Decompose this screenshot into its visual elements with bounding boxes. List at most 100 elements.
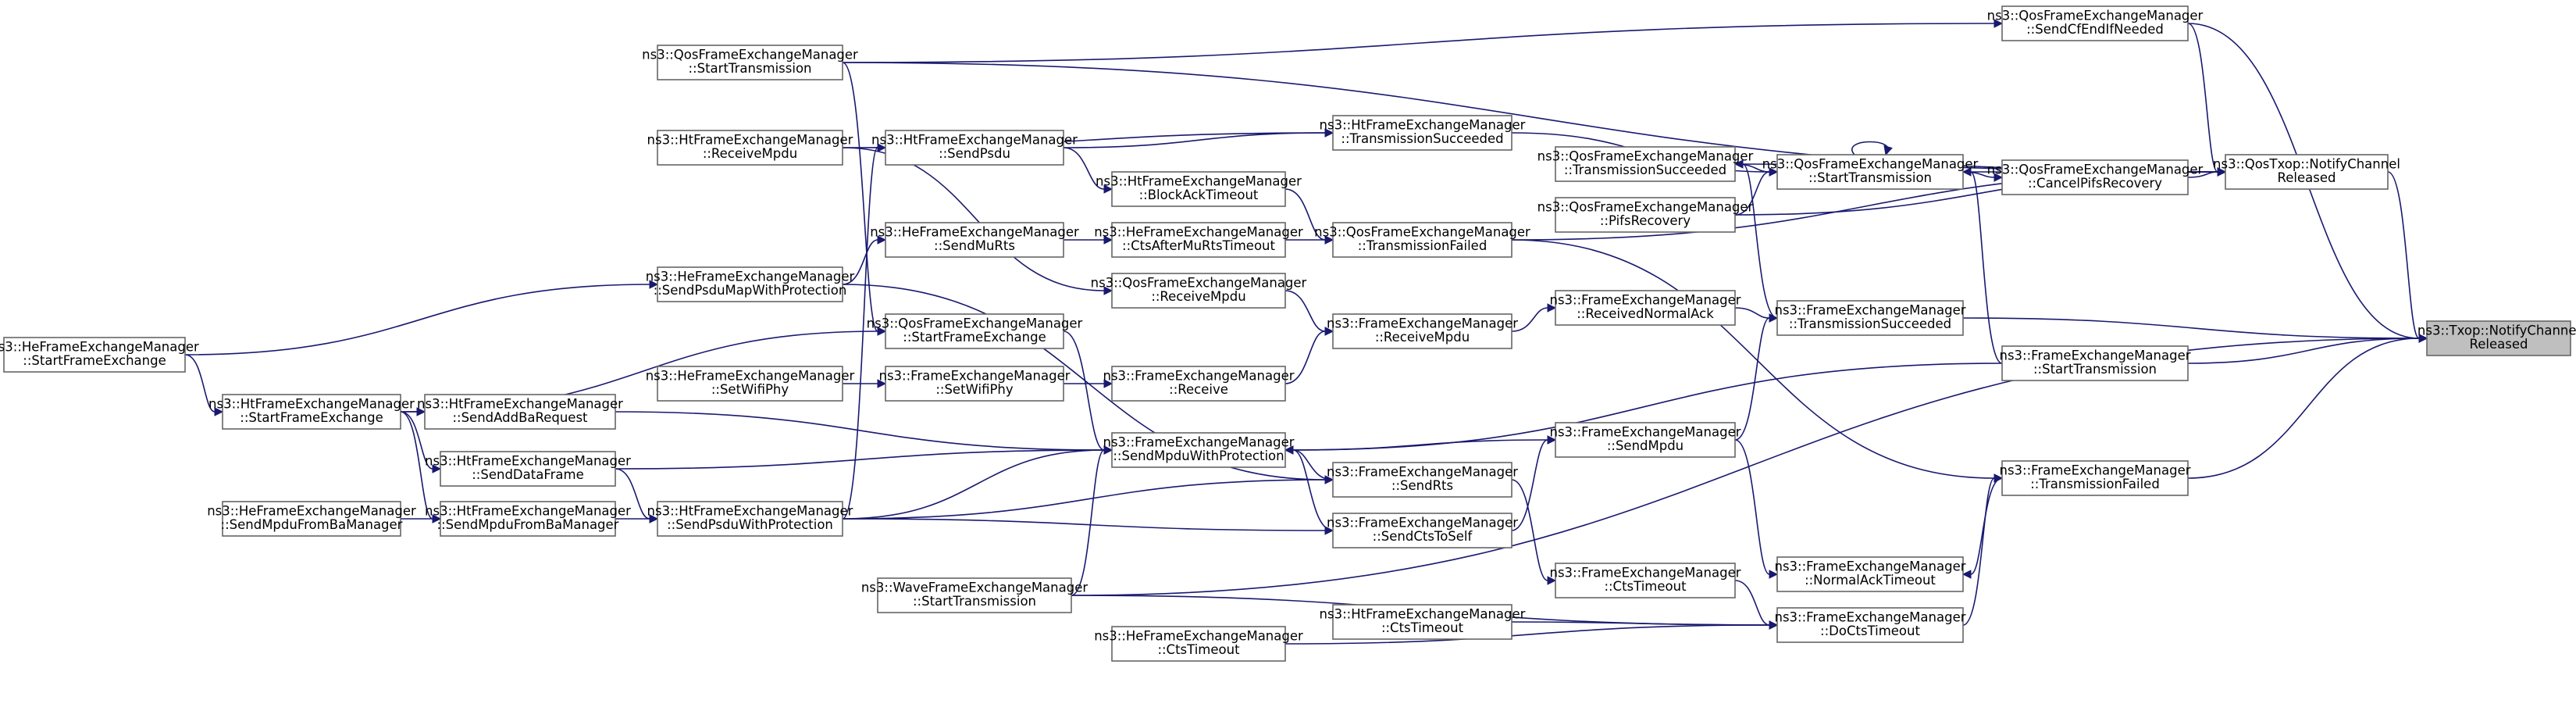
graph-node-n12[interactable]: ns3::HeFrameExchangeManager::SendMuRts bbox=[870, 222, 1079, 258]
node-label-line: ::StartTransmission bbox=[2033, 362, 2157, 377]
node-label-line: ns3::QosFrameExchangeManager bbox=[1314, 225, 1530, 240]
graph-node-n18[interactable]: ns3::FrameExchangeManager::TransmissionS… bbox=[1774, 300, 1966, 336]
edge-n36-n32 bbox=[842, 479, 1326, 520]
graph-node-n39[interactable]: ns3::FrameExchangeManager::CtsTimeout bbox=[1549, 563, 1741, 598]
node-label-line: ::SendRts bbox=[1391, 478, 1453, 493]
graph-node-n36[interactable]: ns3::HtFrameExchangeManager::SendPsduWit… bbox=[647, 501, 853, 537]
arrowhead-n9 bbox=[2217, 167, 2227, 177]
arrowhead-n39 bbox=[1547, 576, 1557, 585]
node-label-line: ns3::HeFrameExchangeManager bbox=[870, 225, 1079, 240]
node-label-line: ::SendCfEndIfNeeded bbox=[2026, 22, 2164, 37]
edge-n24-n35 bbox=[400, 411, 433, 520]
node-label-line: ns3::HeFrameExchangeManager bbox=[0, 340, 199, 355]
graph-node-n2[interactable]: ns3::QosFrameExchangeManager::SendCfEndI… bbox=[1987, 5, 2204, 41]
graph-node-n4[interactable]: ns3::HtFrameExchangeManager::SendPsdu bbox=[871, 130, 1078, 166]
node-box bbox=[2225, 154, 2389, 190]
graph-node-n21[interactable]: ns3::QosFrameExchangeManager::StartFrame… bbox=[867, 313, 1083, 349]
graph-node-n32[interactable]: ns3::FrameExchangeManager::SendRts bbox=[1327, 462, 1518, 498]
graph-node-n37[interactable]: ns3::FrameExchangeManager::SendCtsToSelf bbox=[1327, 513, 1518, 548]
node-label-line: ::NormalAckTimeout bbox=[1805, 573, 1936, 588]
node-label-line: ns3::HtFrameExchangeManager bbox=[425, 454, 631, 469]
edge-layer bbox=[184, 19, 2428, 645]
node-label-line: ns3::FrameExchangeManager bbox=[1549, 566, 1740, 581]
graph-node-n30[interactable]: ns3::FrameExchangeManager::SendMpdu bbox=[1549, 422, 1741, 458]
graph-node-n29[interactable]: ns3::FrameExchangeManager::SendMpduWithP… bbox=[1103, 432, 1295, 468]
graph-node-n33[interactable]: ns3::FrameExchangeManager::TransmissionF… bbox=[1999, 460, 2191, 496]
node-label-line: ::StartTransmission bbox=[913, 594, 1036, 609]
graph-node-n17[interactable]: ns3::FrameExchangeManager::ReceivedNorma… bbox=[1549, 290, 1741, 326]
node-box bbox=[1111, 366, 1286, 402]
graph-node-n10[interactable]: ns3::HtFrameExchangeManager::BlockAckTim… bbox=[1096, 171, 1302, 207]
node-label-line: ::StartTransmission bbox=[688, 61, 811, 76]
edge-n37-n30 bbox=[1511, 439, 1548, 531]
node-box bbox=[440, 501, 616, 537]
arrowhead-n25 bbox=[416, 407, 426, 416]
node-label-line: ns3::QosFrameExchangeManager bbox=[1987, 9, 2204, 23]
graph-node-n6[interactable]: ns3::QosFrameExchangeManager::Transmissi… bbox=[1537, 146, 1754, 182]
graph-node-n26[interactable]: ns3::HeFrameExchangeManager::SetWifiPhy bbox=[646, 366, 855, 402]
graph-node-n23[interactable]: ns3::FrameExchangeManager::StartTransmis… bbox=[1999, 345, 2191, 381]
graph-node-n35[interactable]: ns3::HtFrameExchangeManager::SendMpduFro… bbox=[425, 501, 631, 537]
edge-n40-n29 bbox=[1071, 449, 1105, 596]
graph-node-n28[interactable]: ns3::FrameExchangeManager::Receive bbox=[1103, 366, 1295, 402]
arrowhead-n21 bbox=[877, 327, 887, 336]
graph-node-n5[interactable]: ns3::HtFrameExchangeManager::Transmissio… bbox=[1320, 115, 1526, 151]
node-label-line: Released bbox=[2278, 170, 2336, 185]
edge-n25-n29 bbox=[615, 411, 1105, 451]
arrowhead-n6 bbox=[1733, 159, 1744, 169]
node-label-line: ns3::FrameExchangeManager bbox=[1103, 369, 1294, 384]
graph-node-n27[interactable]: ns3::FrameExchangeManager::SetWifiPhy bbox=[878, 366, 1071, 402]
node-box bbox=[1111, 273, 1286, 309]
edge-n31-n29 bbox=[615, 449, 1105, 470]
graph-node-n3[interactable]: ns3::HtFrameExchangeManager::ReceiveMpdu bbox=[647, 130, 853, 166]
graph-node-n8[interactable]: ns3::QosFrameExchangeManager::CancelPifs… bbox=[1987, 159, 2204, 195]
graph-node-n43[interactable]: ns3::HeFrameExchangeManager::CtsTimeout bbox=[1094, 626, 1303, 662]
node-box bbox=[424, 394, 616, 430]
graph-node-n15[interactable]: ns3::HeFrameExchangeManager::SendPsduMap… bbox=[646, 266, 855, 302]
node-label-line: ::SendDataFrame bbox=[472, 467, 583, 482]
node-label-line: ::ReceiveMpdu bbox=[1375, 330, 1470, 345]
edge-n36-n29 bbox=[842, 449, 1105, 520]
node-label-line: ::SendPsdu bbox=[939, 146, 1010, 161]
node-label-line: ns3::FrameExchangeManager bbox=[1327, 516, 1518, 531]
edge-n43-n42 bbox=[1284, 624, 1770, 645]
graph-node-n14[interactable]: ns3::QosFrameExchangeManager::Transmissi… bbox=[1314, 222, 1530, 258]
graph-node-n41[interactable]: ns3::HtFrameExchangeManager::CtsTimeout bbox=[1320, 604, 1526, 640]
graph-node-n31[interactable]: ns3::HtFrameExchangeManager::SendDataFra… bbox=[425, 451, 631, 487]
graph-node-n13[interactable]: ns3::HeFrameExchangeManager::CtsAfterMuR… bbox=[1094, 222, 1303, 258]
graph-node-n25[interactable]: ns3::HtFrameExchangeManager::SendAddBaRe… bbox=[417, 394, 623, 430]
graph-node-n38[interactable]: ns3::FrameExchangeManager::NormalAckTime… bbox=[1774, 556, 1966, 592]
node-label-line: ::SendPsduWithProtection bbox=[667, 517, 833, 532]
node-box bbox=[885, 366, 1064, 402]
node-box bbox=[2001, 5, 2189, 41]
arrowhead-n5 bbox=[1324, 128, 1334, 138]
node-label-line: ::SetWifiPhy bbox=[935, 382, 1014, 397]
graph-node-n24[interactable]: ns3::HtFrameExchangeManager::StartFrameE… bbox=[208, 394, 415, 430]
node-label-line: ns3::FrameExchangeManager bbox=[1327, 316, 1518, 331]
graph-node-n1[interactable]: ns3::QosFrameExchangeManager::StartTrans… bbox=[642, 45, 858, 80]
graph-node-n11[interactable]: ns3::QosFrameExchangeManager::PifsRecove… bbox=[1537, 197, 1754, 233]
edge-n1-n21 bbox=[842, 62, 878, 332]
graph-node-n20[interactable]: ns3::HeFrameExchangeManager::StartFrameE… bbox=[0, 337, 199, 373]
arrowhead-n31 bbox=[432, 464, 442, 473]
graph-node-n34[interactable]: ns3::HeFrameExchangeManager::SendMpduFro… bbox=[207, 501, 416, 537]
node-layer: ns3::QosFrameExchangeManager::StartTrans… bbox=[0, 5, 2576, 662]
edge-n24-n31 bbox=[400, 411, 433, 470]
arrowhead-n2 bbox=[1993, 19, 2004, 28]
arrowhead-n29 bbox=[1103, 445, 1113, 455]
graph-node-n40[interactable]: ns3::WaveFrameExchangeManager::StartTran… bbox=[861, 577, 1088, 613]
node-label-line: ::Receive bbox=[1169, 382, 1228, 397]
node-label-line: ::DoCtsTimeout bbox=[1820, 623, 1920, 638]
graph-node-n7[interactable]: ns3::QosFrameExchangeManager::StartTrans… bbox=[1762, 154, 1979, 190]
edge-n15-n32 bbox=[842, 284, 1326, 481]
node-label-line: ns3::FrameExchangeManager bbox=[1999, 348, 2190, 363]
graph-node-n42[interactable]: ns3::FrameExchangeManager::DoCtsTimeout bbox=[1774, 607, 1966, 643]
node-box bbox=[1555, 146, 1736, 182]
node-label-line: ::BlockAckTimeout bbox=[1139, 188, 1259, 202]
graph-node-n22[interactable]: ns3::FrameExchangeManager::ReceiveMpdu bbox=[1327, 313, 1518, 349]
graph-node-n16[interactable]: ns3::QosFrameExchangeManager::ReceiveMpd… bbox=[1091, 273, 1307, 309]
node-box bbox=[657, 130, 843, 166]
